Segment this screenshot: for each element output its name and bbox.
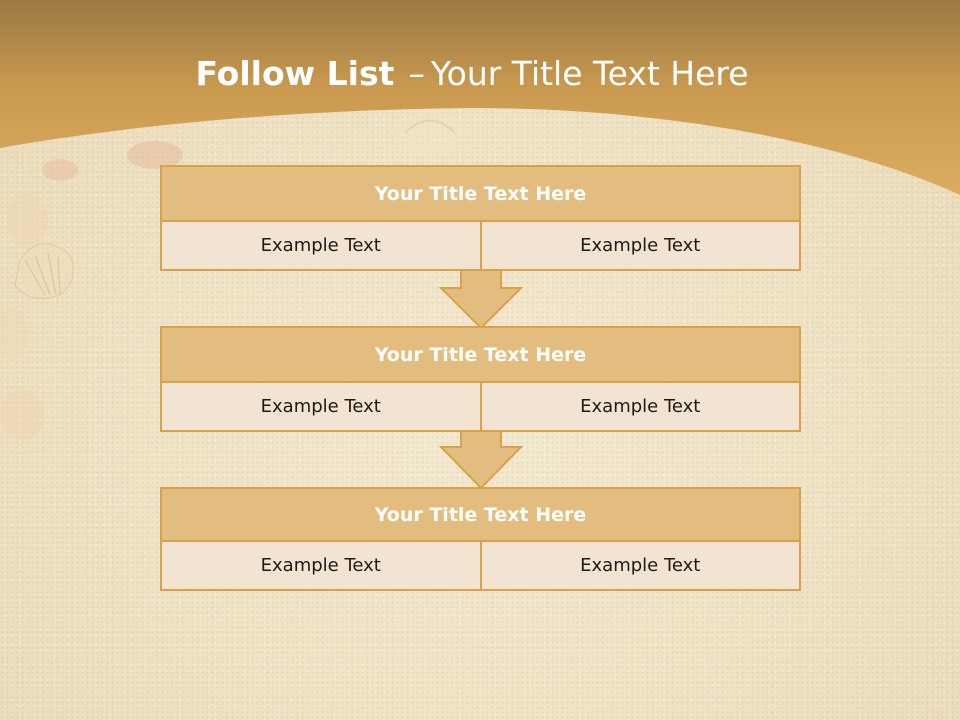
step-cell-left: Example Text	[160, 222, 482, 271]
step-cell-right: Example Text	[479, 542, 801, 591]
step-block-1: Your Title Text Here Example Text Exampl…	[160, 165, 801, 271]
step-title: Your Title Text Here	[160, 326, 801, 383]
slide-title: Follow List–Your Title Text Here	[0, 54, 944, 93]
step-cell-left: Example Text	[160, 542, 482, 591]
step-row: Example Text Example Text	[160, 542, 801, 591]
seashell-icon	[392, 111, 468, 155]
header-band	[0, 0, 960, 195]
step-block-2: Your Title Text Here Example Text Exampl…	[160, 326, 801, 432]
step-cell-right: Example Text	[479, 383, 801, 432]
down-arrow-icon	[439, 431, 523, 490]
step-block-3: Your Title Text Here Example Text Exampl…	[160, 487, 801, 591]
title-dash: –	[408, 54, 425, 93]
seashell-icon	[0, 141, 183, 441]
title-bold: Follow List	[195, 54, 395, 93]
step-row: Example Text Example Text	[160, 383, 801, 432]
step-cell-left: Example Text	[160, 383, 482, 432]
down-arrow-icon	[439, 270, 523, 330]
step-row: Example Text Example Text	[160, 222, 801, 271]
step-title: Your Title Text Here	[160, 165, 801, 222]
step-cell-right: Example Text	[479, 222, 801, 271]
title-rest: Your Title Text Here	[430, 54, 749, 93]
step-title: Your Title Text Here	[160, 487, 801, 542]
